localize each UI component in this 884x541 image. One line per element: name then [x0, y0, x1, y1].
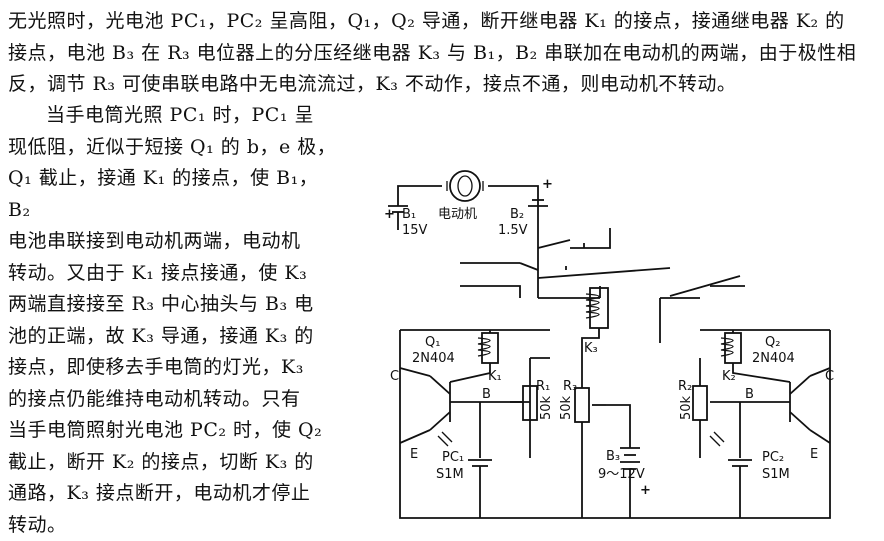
label-r2: R₂: [678, 379, 692, 394]
label-b3: B₃: [606, 449, 620, 464]
label-pc2-value: S1M: [762, 467, 790, 482]
label-q1-b: B: [482, 387, 491, 402]
label-b2-value: 1.5V: [498, 223, 528, 238]
label-q2-b: B: [745, 387, 754, 402]
paragraph-no-light: 无光照时，光电池 PC₁，PC₂ 呈高阻，Q₁，Q₂ 导通，断开继电器 K₁ 的…: [8, 6, 878, 101]
label-r3: R₃: [563, 379, 577, 394]
paragraph-flashlight: 当手电筒光照 PC₁ 时，PC₁ 呈 现低阻，近似于短接 Q₁ 的 b，e 极，…: [8, 100, 338, 541]
text-line: 转动。又由于 K₁ 接点接通，使 K₃: [8, 258, 338, 290]
plus-b1: +: [384, 207, 395, 222]
label-b2: B₂: [510, 207, 524, 222]
label-b1-value: 15V: [402, 223, 428, 238]
text-line: 通路，K₃ 接点断开，电动机才停止: [8, 478, 338, 510]
label-b1: B₁: [402, 207, 416, 222]
label-q1-c: C: [390, 369, 399, 384]
text-line: 池的正端，故 K₃ 导通，接通 K₃ 的: [8, 321, 338, 353]
relay-k2-coil: [725, 333, 741, 363]
label-q2-model: 2N404: [752, 351, 795, 366]
label-q2-e: E: [810, 447, 818, 462]
plus-b2: +: [542, 177, 553, 192]
label-q1-model: 2N404: [412, 351, 455, 366]
text-line: 两端直接接至 R₃ 中心抽头与 B₃ 电: [8, 289, 338, 321]
label-r3-value: 50k: [559, 395, 574, 420]
label-k3: K₃: [584, 341, 598, 356]
label-q2-c: C: [825, 369, 834, 384]
text-line: Q₁ 截止，接通 K₁ 的接点，使 B₁，B₂: [8, 163, 338, 226]
text-line: 反，调节 R₃ 可使串联电路中无电流流过，K₃ 不动作，接点不通，则电动机不转动…: [8, 69, 878, 101]
label-pc1-value: S1M: [436, 467, 464, 482]
label-q1-e: E: [410, 447, 418, 462]
text-line: 电池串联接到电动机两端，电动机: [8, 226, 338, 258]
label-motor: 电动机: [438, 207, 477, 222]
k3-r3-stage: [575, 288, 640, 518]
label-pc2: PC₂: [762, 450, 784, 465]
label-q2: Q₂: [765, 335, 780, 350]
text-line: 当手电筒光照 PC₁ 时，PC₁ 呈: [8, 100, 338, 132]
text-line: 接点，即使移去手电筒的灯光，K₃: [8, 352, 338, 384]
relay-contacts: [460, 228, 745, 343]
label-k2: K₂: [722, 369, 736, 384]
text-line: 截止，断开 K₂ 的接点，切断 K₃ 的: [8, 447, 338, 479]
label-k1: K₁: [488, 369, 502, 384]
label-r2-value: 50k: [679, 395, 694, 420]
potentiometer-r2: [693, 386, 707, 420]
text-line: 转动。: [8, 510, 338, 541]
label-pc1: PC₁: [442, 450, 464, 465]
circuit-diagram: + B₁ 15V 电动机 B₂ 1.5V + Q₁ 2N404 K₁ C E B…: [370, 168, 880, 533]
text-line: 无光照时，光电池 PC₁，PC₂ 呈高阻，Q₁，Q₂ 导通，断开继电器 K₁ 的…: [8, 6, 878, 38]
label-r1: R₁: [536, 379, 550, 394]
label-q1: Q₁: [425, 335, 440, 350]
label-b3-value-a: 9～12V: [598, 467, 645, 482]
text-line: 当手电筒照射光电池 PC₂ 时，使 Q₂: [8, 415, 338, 447]
text-line: 的接点仍能维持电动机转动。只有: [8, 384, 338, 416]
plus-b3: +: [640, 483, 651, 498]
text-line: 现低阻，近似于短接 Q₁ 的 b，e 极，: [8, 132, 338, 164]
relay-k1-coil: [482, 333, 498, 363]
text-line: 接点，电池 B₃ 在 R₃ 电位器上的分压经继电器 K₃ 与 B₁，B₂ 串联加…: [8, 38, 878, 70]
label-r1-value: 50k: [539, 395, 554, 420]
